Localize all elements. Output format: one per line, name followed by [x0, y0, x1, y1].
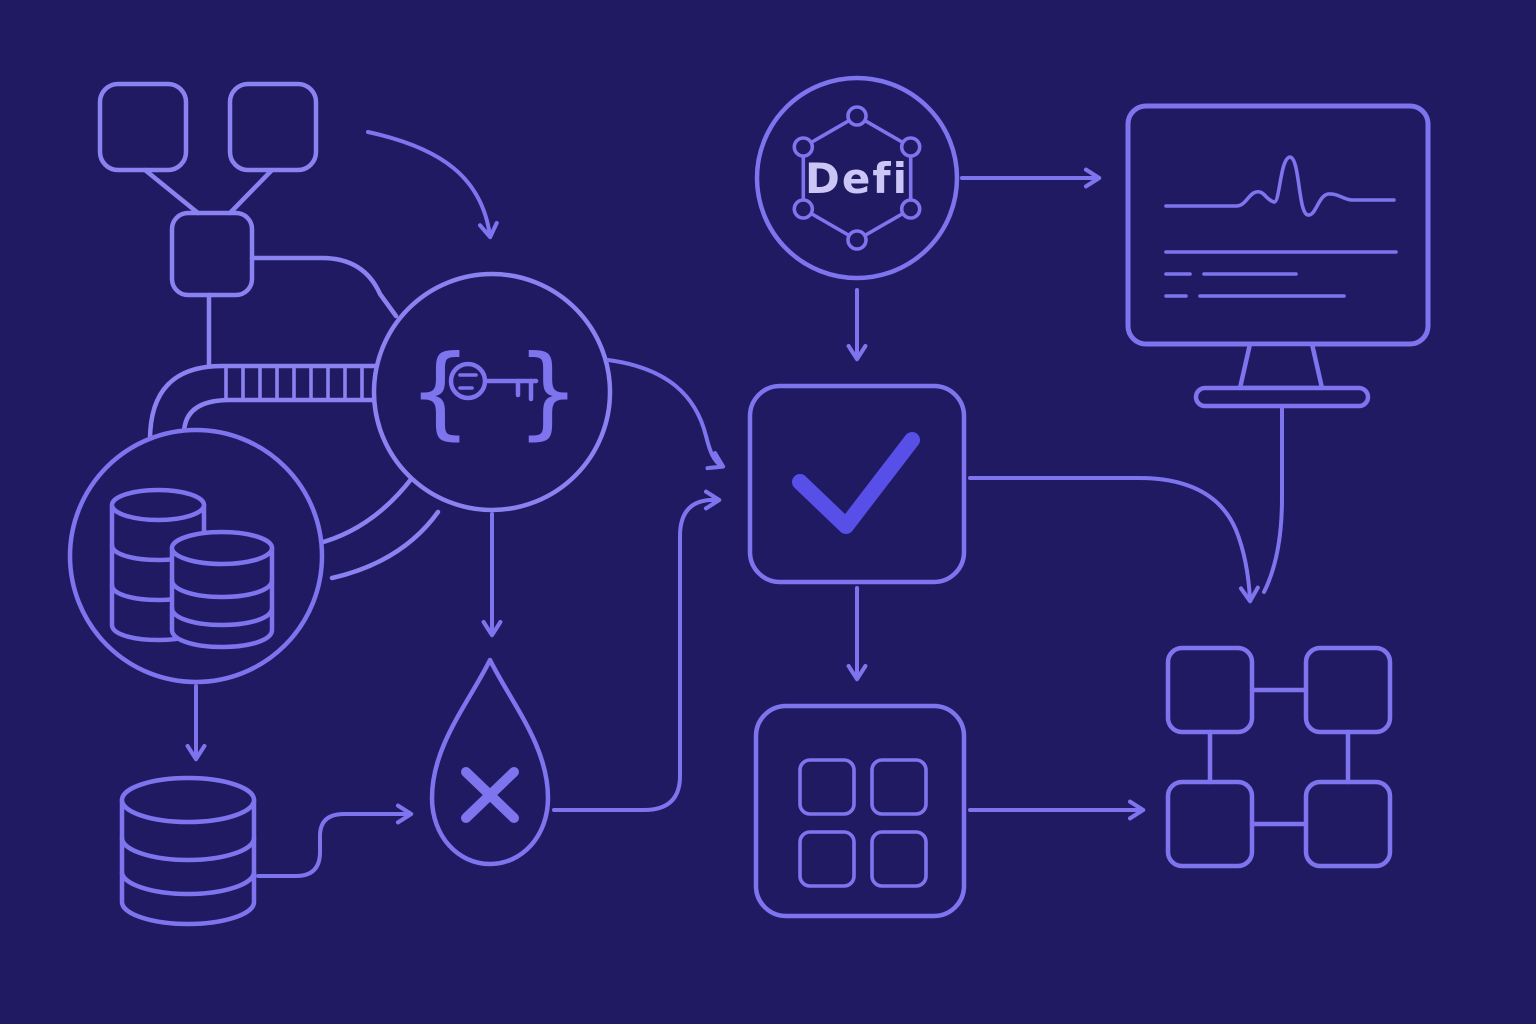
monitor-frame	[1125, 103, 1431, 347]
network-ring-icon	[792, 105, 922, 251]
defi-label: Defi	[805, 154, 909, 203]
hierarchy-node	[97, 81, 399, 367]
validation-check-node	[747, 383, 967, 585]
pipeline-ticks	[224, 364, 364, 402]
hierarchy-link-to-key	[249, 255, 399, 319]
monitor-waveform-icon	[1164, 155, 1398, 298]
hierarchy-square-3	[169, 210, 255, 298]
flow-arrows	[185, 167, 1284, 878]
grid-square	[753, 703, 967, 919]
hierarchy-link-left	[142, 167, 201, 216]
api-key-icon: { }	[408, 333, 580, 450]
app-grid-node	[753, 703, 967, 919]
arrow-droplet-to-check	[552, 489, 722, 812]
arrow-database-to-droplet	[256, 803, 414, 878]
monitor-node	[1125, 103, 1431, 409]
database-node	[119, 775, 257, 927]
arrow-check-to-blocks	[968, 476, 1260, 604]
checkmark-icon	[792, 432, 920, 534]
ribbed-pipeline	[147, 363, 441, 581]
hierarchy-link-right	[227, 167, 275, 216]
database-top	[119, 775, 257, 825]
x-mark-icon	[461, 767, 519, 823]
app-grid-icon	[798, 758, 928, 888]
monitor-base	[1193, 385, 1371, 409]
arrow-top-to-key	[366, 130, 499, 240]
monitor-stand	[1237, 341, 1325, 391]
defi-label-mask	[814, 154, 900, 202]
key-circle	[371, 271, 613, 513]
check-square	[747, 383, 967, 585]
coins-node	[67, 427, 325, 685]
api-key-node: { }	[371, 271, 613, 513]
xrp-droplet-node	[429, 657, 551, 867]
blockchain-blocks-node	[1165, 645, 1393, 869]
droplet-shape	[429, 657, 551, 867]
brace-left: {	[408, 333, 472, 450]
defi-node: Defi	[754, 75, 960, 281]
brace-right: }	[516, 333, 580, 450]
arrow-key-to-check	[606, 358, 726, 471]
coin-stacks-icon	[109, 487, 275, 650]
arrow-monitor-to-blocks	[1262, 406, 1284, 594]
